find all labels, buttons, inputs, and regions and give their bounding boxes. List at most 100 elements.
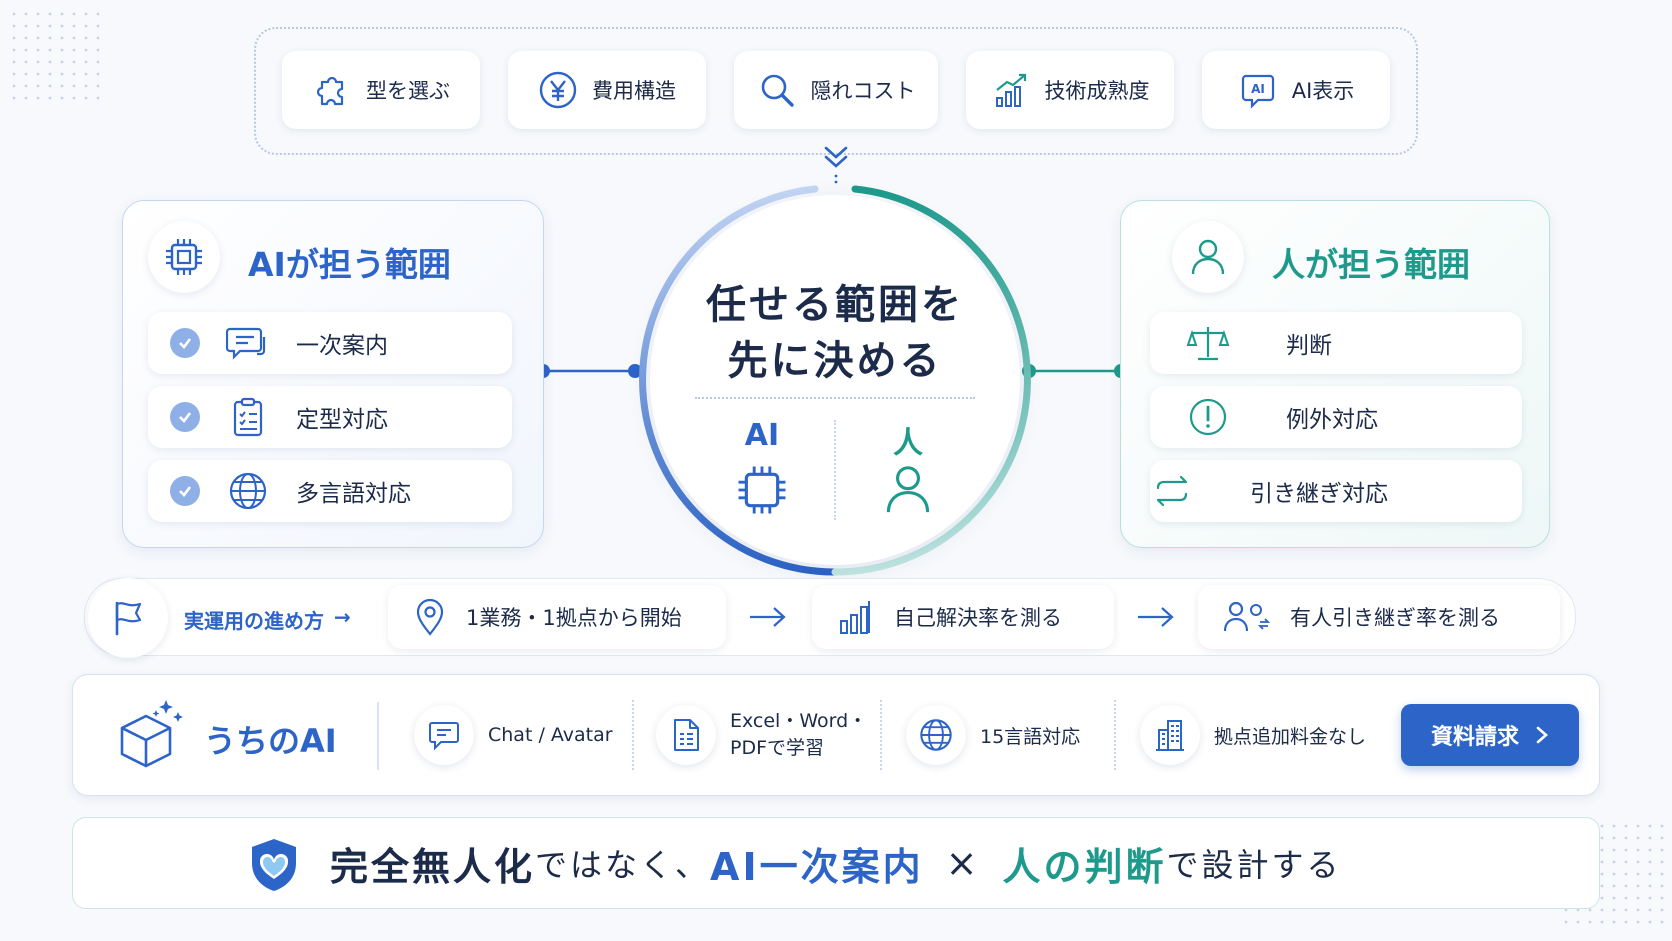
factor-label: AI表示 [1291, 79, 1355, 103]
human-item-label: 引き継ぎ対応 [1250, 481, 1388, 507]
feature-label-line1: Excel・Word・ [730, 710, 868, 732]
factor-label: 技術成熟度 [1044, 79, 1150, 103]
feature-chat-avatar: Chat / Avatar [414, 700, 613, 770]
slogan-part1: 完全無人化 [330, 844, 536, 889]
person-icon [886, 466, 930, 513]
slogan-part3: AI一次案内 [710, 844, 924, 889]
factor-label: 型を選ぶ [366, 79, 450, 103]
globe-icon [229, 472, 267, 510]
ai-panel-icon-holder [148, 221, 220, 293]
puzzle-icon [316, 76, 344, 106]
feature-divider [632, 700, 634, 770]
feature-label: Chat / Avatar [488, 724, 613, 746]
chip-icon [738, 466, 786, 514]
growth-chart-icon [995, 73, 1026, 107]
building-icon [1156, 720, 1184, 751]
swap-arrows-icon [1156, 475, 1188, 507]
check-icon [170, 328, 200, 358]
process-flag-holder [88, 578, 168, 658]
flag-icon [115, 601, 142, 636]
feature-divider [880, 700, 882, 770]
factor-label: 隠れコスト [810, 79, 916, 103]
process-step-start: 1業務・1拠点から開始 [388, 585, 726, 649]
slogan-bar [72, 817, 1600, 909]
human-panel-icon-holder [1172, 221, 1244, 293]
arrow-right-icon [750, 607, 786, 627]
chat-bubble-icon [226, 327, 266, 360]
ai-item-row: 多言語対応 [148, 460, 512, 522]
people-handoff-icon [1223, 601, 1271, 632]
center-ai-label: AI [744, 418, 780, 453]
ai-item-label: 定型対応 [296, 407, 388, 433]
feature-languages: 15言語対応 [906, 700, 1080, 770]
connector-ai [536, 364, 642, 378]
feature-label-line2: PDFで学習 [730, 737, 825, 759]
slogan-part5: 人の判断 [1002, 844, 1167, 889]
slogan-part2: ではなく、 [535, 846, 711, 884]
location-pin-icon [416, 598, 444, 636]
feature-no-extra-fee: 拠点追加料金なし [1140, 700, 1366, 770]
decor-dots-top-left [8, 8, 108, 104]
document-icon [674, 719, 699, 751]
process-step-label: 自己解決率を測る [894, 606, 1062, 630]
center-vertical-divider [834, 420, 836, 520]
check-icon [170, 402, 200, 432]
center-divider [695, 397, 975, 399]
chat-icon [429, 722, 459, 751]
ai-badge-icon: AI [1241, 74, 1274, 109]
feature-label: 拠点追加料金なし [1214, 725, 1367, 748]
chevron-right-icon [1536, 726, 1548, 744]
human-item-row: 判断 [1150, 312, 1522, 374]
chip-icon [166, 239, 202, 275]
feature-label: 15言語対応 [980, 725, 1081, 748]
check-icon [170, 476, 200, 506]
request-materials-button[interactable]: 資料請求 [1401, 704, 1579, 766]
globe-icon-holder [906, 705, 966, 765]
human-item-row: 例外対応 [1150, 386, 1522, 448]
process-label: 実運用の進め方 → [184, 605, 351, 634]
ai-badge-text: AI [1251, 82, 1265, 96]
factor-choose-type: 型を選ぶ [282, 51, 480, 129]
clipboard-icon [233, 397, 263, 437]
magnifier-icon [761, 74, 794, 107]
ai-item-row: 定型対応 [148, 386, 512, 448]
human-item-label: 判断 [1286, 333, 1332, 359]
factor-label: 費用構造 [592, 79, 676, 103]
process-label-text: 実運用の進め方 [184, 609, 324, 633]
factor-group-frame [254, 27, 1418, 155]
exclamation-icon [1189, 398, 1227, 436]
product-bar [72, 674, 1600, 796]
product-name: うちのAI [204, 722, 337, 760]
slogan-part6: で設計する [1166, 846, 1342, 884]
feature-label: Excel・Word・ PDFで学習 [730, 708, 867, 762]
sparkle-box-icon [120, 700, 183, 768]
factor-tech-maturity: 技術成熟度 [966, 51, 1174, 129]
center-title-line1: 任せる範囲を [706, 282, 964, 328]
slogan-text: 完全無人化 ではなく、 AI一次案内 × 人の判断 で設計する [330, 836, 1341, 890]
feature-divider [1114, 700, 1116, 770]
ai-item-label: 一次案内 [296, 333, 388, 359]
human-panel-title: 人が担う範囲 [1272, 245, 1470, 284]
double-chevron-down-icon [824, 146, 848, 184]
document-icon-holder [656, 705, 716, 765]
process-step-label: 1業務・1拠点から開始 [466, 606, 682, 630]
factor-hidden-cost: 隠れコスト [734, 51, 938, 129]
product-divider [377, 702, 379, 770]
globe-icon [920, 719, 952, 751]
center-ring [639, 185, 1031, 576]
human-item-label: 例外対応 [1286, 407, 1378, 433]
ai-item-label: 多言語対応 [296, 481, 411, 507]
process-step-self-resolution: 自己解決率を測る [812, 585, 1114, 649]
center-human-label: 人 [893, 426, 923, 461]
process-label-arrow: → [334, 605, 351, 629]
scale-icon [1186, 327, 1230, 361]
yen-icon [539, 71, 577, 109]
cta-label: 資料請求 [1430, 725, 1519, 750]
human-item-row: 引き継ぎ対応 [1150, 460, 1522, 522]
ai-panel-title: AIが担う範囲 [248, 245, 451, 284]
arrow-right-icon [1138, 607, 1174, 627]
process-step-label: 有人引き継ぎ率を測る [1290, 606, 1500, 630]
person-icon [1191, 239, 1225, 275]
chat-icon-holder [414, 705, 474, 765]
shield-heart-icon [252, 839, 296, 891]
